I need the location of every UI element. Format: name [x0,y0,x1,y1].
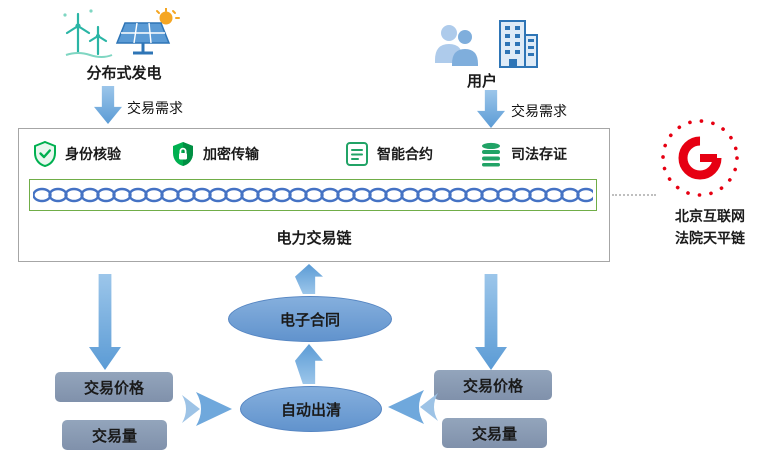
feature-label: 身份核验 [65,146,121,162]
chain-box-title: 电力交易链 [276,230,352,247]
auto-clearing-label: 自动出清 [280,401,341,419]
power-trading-chain-box: 身份核验 加密传输 智能合约 [18,128,610,262]
clearing-to-contract-arrow [295,344,323,384]
blockchain-chain-strip [29,179,597,211]
feature-label: 司法存证 [511,146,567,162]
users-demand-label: 交易需求 [511,103,567,119]
electronic-contract-node: 电子合同 [228,296,392,342]
court-chain-label-line2: 法院天平链 [675,229,745,246]
users-label: 用户 [466,73,497,90]
shield-check-icon [34,141,56,167]
feature-identity-verification: 身份核验 [33,141,121,167]
right-trade-volume-label: 交易量 [471,425,517,443]
feature-encrypted-transmission: 加密传输 [171,141,259,167]
auto-clearing-node: 自动出清 [240,386,382,432]
court-chain-label: 北京互联网 法院天平链 [654,206,766,249]
wind-turbine-icon [63,9,113,58]
distributed-generation-label: 分布式发电 [86,65,162,82]
left-to-clearing-chevron-arrow [182,392,232,426]
users-demand-arrow [477,90,505,128]
right-trade-price-label: 交易价格 [462,377,523,395]
court-chain-logo [661,119,739,197]
left-trade-price-box: 交易价格 [55,372,173,402]
feature-label: 加密传输 [203,146,259,162]
generation-demand-arrow [94,86,122,124]
feature-judicial-evidence: 司法存证 [479,141,567,167]
smart-contract-icon [346,142,368,166]
ledger-stack-icon [481,141,501,167]
right-output-arrow [475,274,507,370]
right-to-clearing-chevron-arrow [388,390,438,424]
left-output-arrow [89,274,121,370]
electronic-contract-label: 电子合同 [279,311,340,329]
chain-links-icon [33,187,593,203]
solar-panel-icon [115,8,180,55]
court-chain-label-line1: 北京互联网 [675,208,745,224]
court-connector-line [612,194,656,196]
right-trade-volume-box: 交易量 [442,418,547,448]
building-icon [499,20,538,68]
right-trade-price-box: 交易价格 [434,370,552,400]
feature-label: 智能合约 [377,146,433,162]
left-trade-price-label: 交易价格 [83,379,144,397]
feature-smart-contract: 智能合约 [345,141,433,167]
users-icon [435,25,478,66]
left-trade-volume-label: 交易量 [91,427,137,445]
generation-demand-label: 交易需求 [127,100,183,116]
shield-lock-icon [173,142,193,166]
contract-to-chain-arrow [295,264,323,294]
left-trade-volume-box: 交易量 [62,420,167,450]
